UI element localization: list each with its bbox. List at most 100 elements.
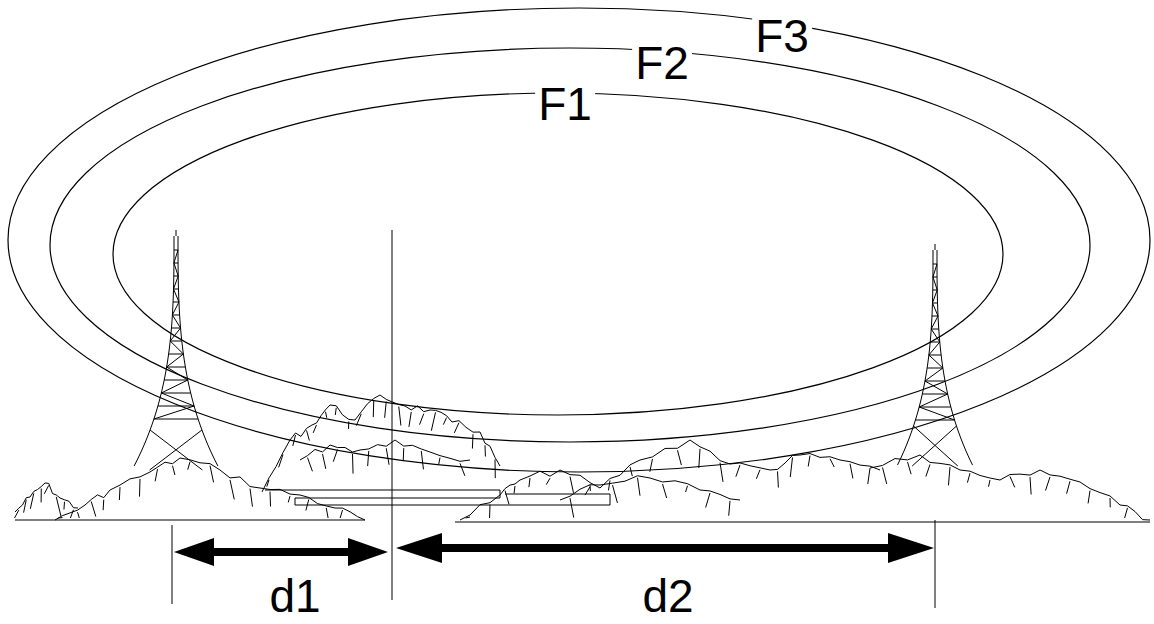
tower-mast <box>935 244 936 250</box>
tower-rung <box>170 341 182 342</box>
extension-line <box>935 520 936 608</box>
mountain-texture <box>699 449 700 468</box>
mountain-texture <box>307 430 310 440</box>
mountain-texture <box>439 458 440 465</box>
tower-rung <box>174 276 178 277</box>
tower-brace <box>161 380 187 393</box>
zone-ellipse <box>8 8 1150 472</box>
tower-brace <box>931 316 938 329</box>
tower-brace <box>933 264 937 277</box>
mountain-texture <box>850 464 853 479</box>
mountain-texture <box>514 486 516 493</box>
tower-rung <box>930 342 940 343</box>
mountain-ridge <box>300 440 470 461</box>
zone-ellipse <box>113 93 1003 415</box>
mountain-texture <box>570 477 574 493</box>
mountain-texture <box>443 418 446 425</box>
mountain-texture <box>466 517 470 519</box>
mountain-texture <box>267 480 269 487</box>
mountain-texture <box>472 434 474 448</box>
mountain-texture <box>777 471 779 487</box>
tower-brace <box>174 263 178 276</box>
tower-brace <box>172 315 180 328</box>
tower-brace <box>150 430 202 470</box>
terrain-structure <box>265 490 610 505</box>
mountain-texture <box>403 448 405 461</box>
mountain-texture <box>926 464 930 476</box>
mountain-texture <box>56 497 61 516</box>
mountain-texture <box>706 493 710 508</box>
mountain-texture <box>313 425 316 433</box>
tower-brace <box>925 368 943 381</box>
tower-brace <box>174 289 179 302</box>
mountain-texture <box>608 480 610 490</box>
mountain-texture <box>139 479 140 497</box>
mountain-texture <box>1030 477 1031 494</box>
arrow-head <box>888 533 934 563</box>
mountain-texture <box>1125 508 1128 518</box>
mountain-texture <box>686 486 688 492</box>
tower-rung <box>919 407 951 408</box>
mountain-texture <box>340 510 342 518</box>
mountain-texture <box>368 451 369 466</box>
tower-brace <box>170 341 183 354</box>
tower-brace <box>167 367 188 380</box>
midpoint-line <box>392 230 393 600</box>
mountain-texture <box>663 484 667 498</box>
tower-brace <box>172 302 179 315</box>
tower-rung <box>174 289 179 290</box>
mountain-ridge <box>870 455 1150 520</box>
tower-rung <box>927 368 943 369</box>
mountain-texture <box>505 491 509 505</box>
mountain-texture <box>529 478 530 487</box>
mountain-texture <box>279 455 283 468</box>
mountain-texture <box>1110 498 1111 507</box>
mountain-texture <box>352 454 354 474</box>
tower-brace <box>154 406 194 419</box>
mountain-texture <box>830 459 834 467</box>
mountain-texture <box>967 473 970 482</box>
mountain-texture <box>288 496 290 502</box>
tower-brace <box>932 303 938 316</box>
tower-rung <box>929 355 941 356</box>
tower-brace <box>932 290 937 303</box>
mountain-texture <box>103 500 105 511</box>
mountain-texture <box>326 508 328 518</box>
mountain-ridge <box>55 458 365 520</box>
mountain-texture <box>230 480 234 500</box>
mountain-texture <box>948 467 950 485</box>
mountain-texture <box>1088 491 1090 504</box>
tower-leg <box>178 236 218 466</box>
mountain-ridge <box>262 395 500 492</box>
tower-rung <box>915 420 954 421</box>
tower-leg <box>134 236 174 466</box>
mountain-texture <box>63 502 65 510</box>
mountain-texture <box>720 463 723 482</box>
tower-rung <box>925 381 945 382</box>
ground-line <box>15 520 1150 522</box>
tower-rung <box>167 367 186 368</box>
mountain-texture <box>41 489 42 503</box>
mountain-texture <box>485 445 486 456</box>
dimension-arrows <box>174 533 934 566</box>
tower-rung <box>931 329 939 330</box>
tower-brace <box>925 381 948 394</box>
tower-brace <box>933 277 937 290</box>
arrow-head <box>396 533 442 563</box>
mountain-texture <box>1010 476 1015 487</box>
tower-rung <box>172 315 179 316</box>
mountain-texture <box>489 505 490 518</box>
mountain-texture <box>399 407 401 426</box>
mountain-texture <box>210 466 214 483</box>
mountain-texture <box>356 414 361 426</box>
mountain-texture <box>323 454 326 469</box>
tower-rung <box>154 419 198 420</box>
zone-label: F3 <box>752 13 812 59</box>
mountain-texture <box>868 468 870 484</box>
mountain-texture <box>421 451 423 469</box>
mountain-texture <box>790 457 792 477</box>
tower-brace <box>919 407 954 420</box>
mountain-texture <box>348 421 349 429</box>
tower-rung <box>933 290 937 291</box>
mountain-texture <box>908 462 912 474</box>
